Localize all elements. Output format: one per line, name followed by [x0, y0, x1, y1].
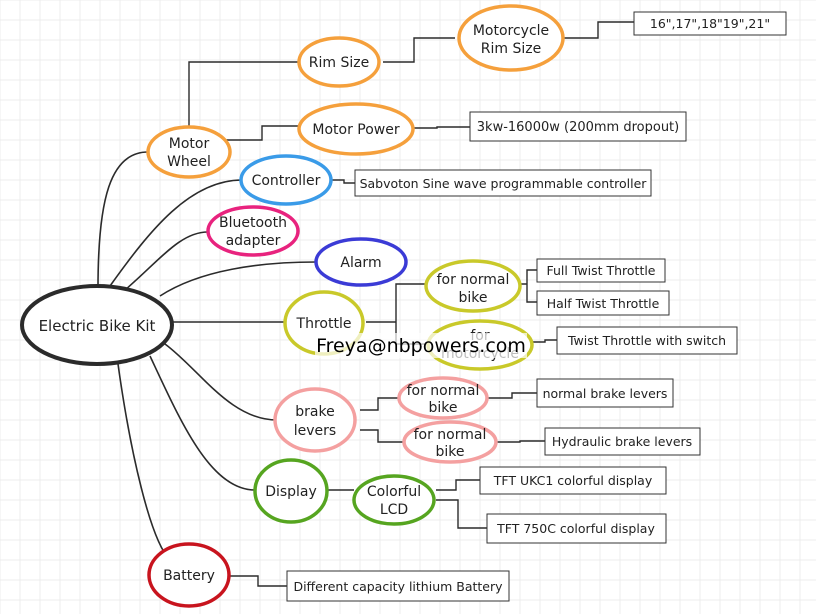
branch-connectors	[188, 21, 634, 587]
motorcycle-rim-line1: Motorcycle	[473, 23, 549, 39]
node-controller[interactable]: Controller	[239, 154, 333, 206]
node-motor-power[interactable]: Motor Power	[297, 102, 415, 156]
brake-normal-2-line1: for normal	[414, 427, 487, 443]
conn-throttle-normal-boxes	[519, 269, 537, 303]
conn-rim-motorcycle	[383, 37, 455, 63]
box-twist-switch[interactable]: Twist Throttle with switch	[556, 326, 738, 355]
node-throttle-normal[interactable]: for normal bike	[424, 259, 522, 313]
conn-motor-rim	[188, 61, 298, 130]
edge-bluetooth	[124, 231, 209, 291]
edge-motor-wheel	[97, 151, 149, 289]
conn-controller-box	[331, 179, 355, 184]
battery-label: Battery	[163, 568, 215, 584]
box-rim-sizes[interactable]: 16",17",18"19",21"	[633, 11, 787, 36]
node-brake-normal-2[interactable]: for normal bike	[402, 420, 498, 464]
conn-power-box	[414, 126, 470, 129]
half-twist-text: Half Twist Throttle	[547, 296, 660, 311]
brake-normal-2-line2: bike	[436, 444, 465, 460]
watermark: Freya@nbpowers.com	[315, 333, 527, 358]
node-brake-normal-1[interactable]: for normal bike	[397, 376, 489, 420]
node-bluetooth[interactable]: Bluetooth adapter	[206, 205, 300, 257]
brake-normal-1-line2: bike	[429, 400, 458, 416]
node-motorcycle-rim-size[interactable]: Motorcycle Rim Size	[457, 4, 565, 72]
edge-display	[149, 355, 256, 491]
box-half-twist[interactable]: Half Twist Throttle	[536, 290, 670, 316]
full-twist-text: Full Twist Throttle	[546, 263, 655, 278]
motor-power-text: 3kw-16000w (200mm dropout)	[477, 120, 679, 135]
display-label: Display	[265, 484, 317, 500]
tft-ukc1-text: TFT UKC1 colorful display	[493, 473, 653, 488]
motorcycle-rim-line2: Rim Size	[481, 41, 541, 57]
conn-brake-box-2	[496, 440, 545, 443]
conn-motor-power	[226, 125, 299, 141]
conn-lcd-boxes	[436, 479, 487, 529]
node-battery[interactable]: Battery	[147, 542, 231, 608]
brake-levers-line1: brake	[295, 404, 334, 420]
throttle-normal-line1: for normal	[437, 272, 510, 288]
battery-box-text: Different capacity lithium Battery	[293, 579, 503, 594]
colorful-lcd-line1: Colorful	[367, 484, 421, 500]
throttle-normal-line2: bike	[459, 290, 488, 306]
box-tft-750c[interactable]: TFT 750C colorful display	[486, 513, 667, 544]
node-rim-size[interactable]: Rim Size	[297, 36, 381, 88]
edge-alarm	[159, 261, 317, 297]
bluetooth-line1: Bluetooth	[219, 215, 287, 231]
colorful-lcd-line2: LCD	[380, 502, 408, 518]
root-label: Electric Bike Kit	[39, 317, 156, 335]
node-motor-wheel[interactable]: Motor Wheel	[146, 125, 232, 179]
hydraulic-brake-text: Hydraulic brake levers	[552, 434, 692, 449]
brake-normal-1-line1: for normal	[407, 383, 480, 399]
alarm-label: Alarm	[340, 255, 381, 271]
node-brake-levers[interactable]: brake levers	[273, 387, 357, 453]
controller-label: Controller	[252, 173, 321, 189]
brake-levers-line2: levers	[294, 423, 336, 439]
conn-battery-box	[230, 575, 287, 587]
box-battery[interactable]: Different capacity lithium Battery	[286, 570, 510, 602]
box-normal-brake[interactable]: normal brake levers	[536, 378, 674, 408]
node-colorful-lcd[interactable]: Colorful LCD	[352, 474, 436, 526]
box-tft-ukc1[interactable]: TFT UKC1 colorful display	[479, 466, 667, 495]
edge-controller	[109, 179, 243, 287]
motor-wheel-line2: Wheel	[167, 154, 211, 170]
motor-wheel-line1: Motor	[169, 136, 210, 152]
tft-750c-text: TFT 750C colorful display	[496, 521, 655, 536]
controller-text: Sabvoton Sine wave programmable controll…	[360, 176, 648, 191]
bluetooth-line2: adapter	[226, 233, 281, 249]
twist-switch-text: Twist Throttle with switch	[567, 333, 726, 348]
conn-throttle-moto-box	[533, 339, 557, 343]
conn-brake-box-1	[487, 392, 537, 399]
conn-brake-split	[360, 397, 404, 443]
root-node[interactable]: Electric Bike Kit	[20, 284, 174, 366]
throttle-label: Throttle	[296, 316, 352, 332]
box-full-twist[interactable]: Full Twist Throttle	[536, 258, 666, 283]
node-display[interactable]: Display	[253, 458, 329, 524]
box-motor-power[interactable]: 3kw-16000w (200mm dropout)	[469, 111, 687, 142]
edge-brake	[164, 343, 278, 421]
rim-size-label: Rim Size	[309, 55, 369, 71]
box-hydraulic-brake[interactable]: Hydraulic brake levers	[544, 427, 701, 456]
box-controller[interactable]: Sabvoton Sine wave programmable controll…	[354, 169, 652, 197]
node-alarm[interactable]: Alarm	[314, 237, 408, 287]
watermark-text: Freya@nbpowers.com	[316, 335, 526, 357]
normal-brake-text: normal brake levers	[543, 386, 668, 401]
rim-sizes-text: 16",17",18"19",21"	[650, 16, 770, 31]
edge-battery	[117, 363, 171, 561]
conn-motorcycle-box	[563, 21, 634, 39]
motor-power-label: Motor Power	[312, 122, 399, 138]
